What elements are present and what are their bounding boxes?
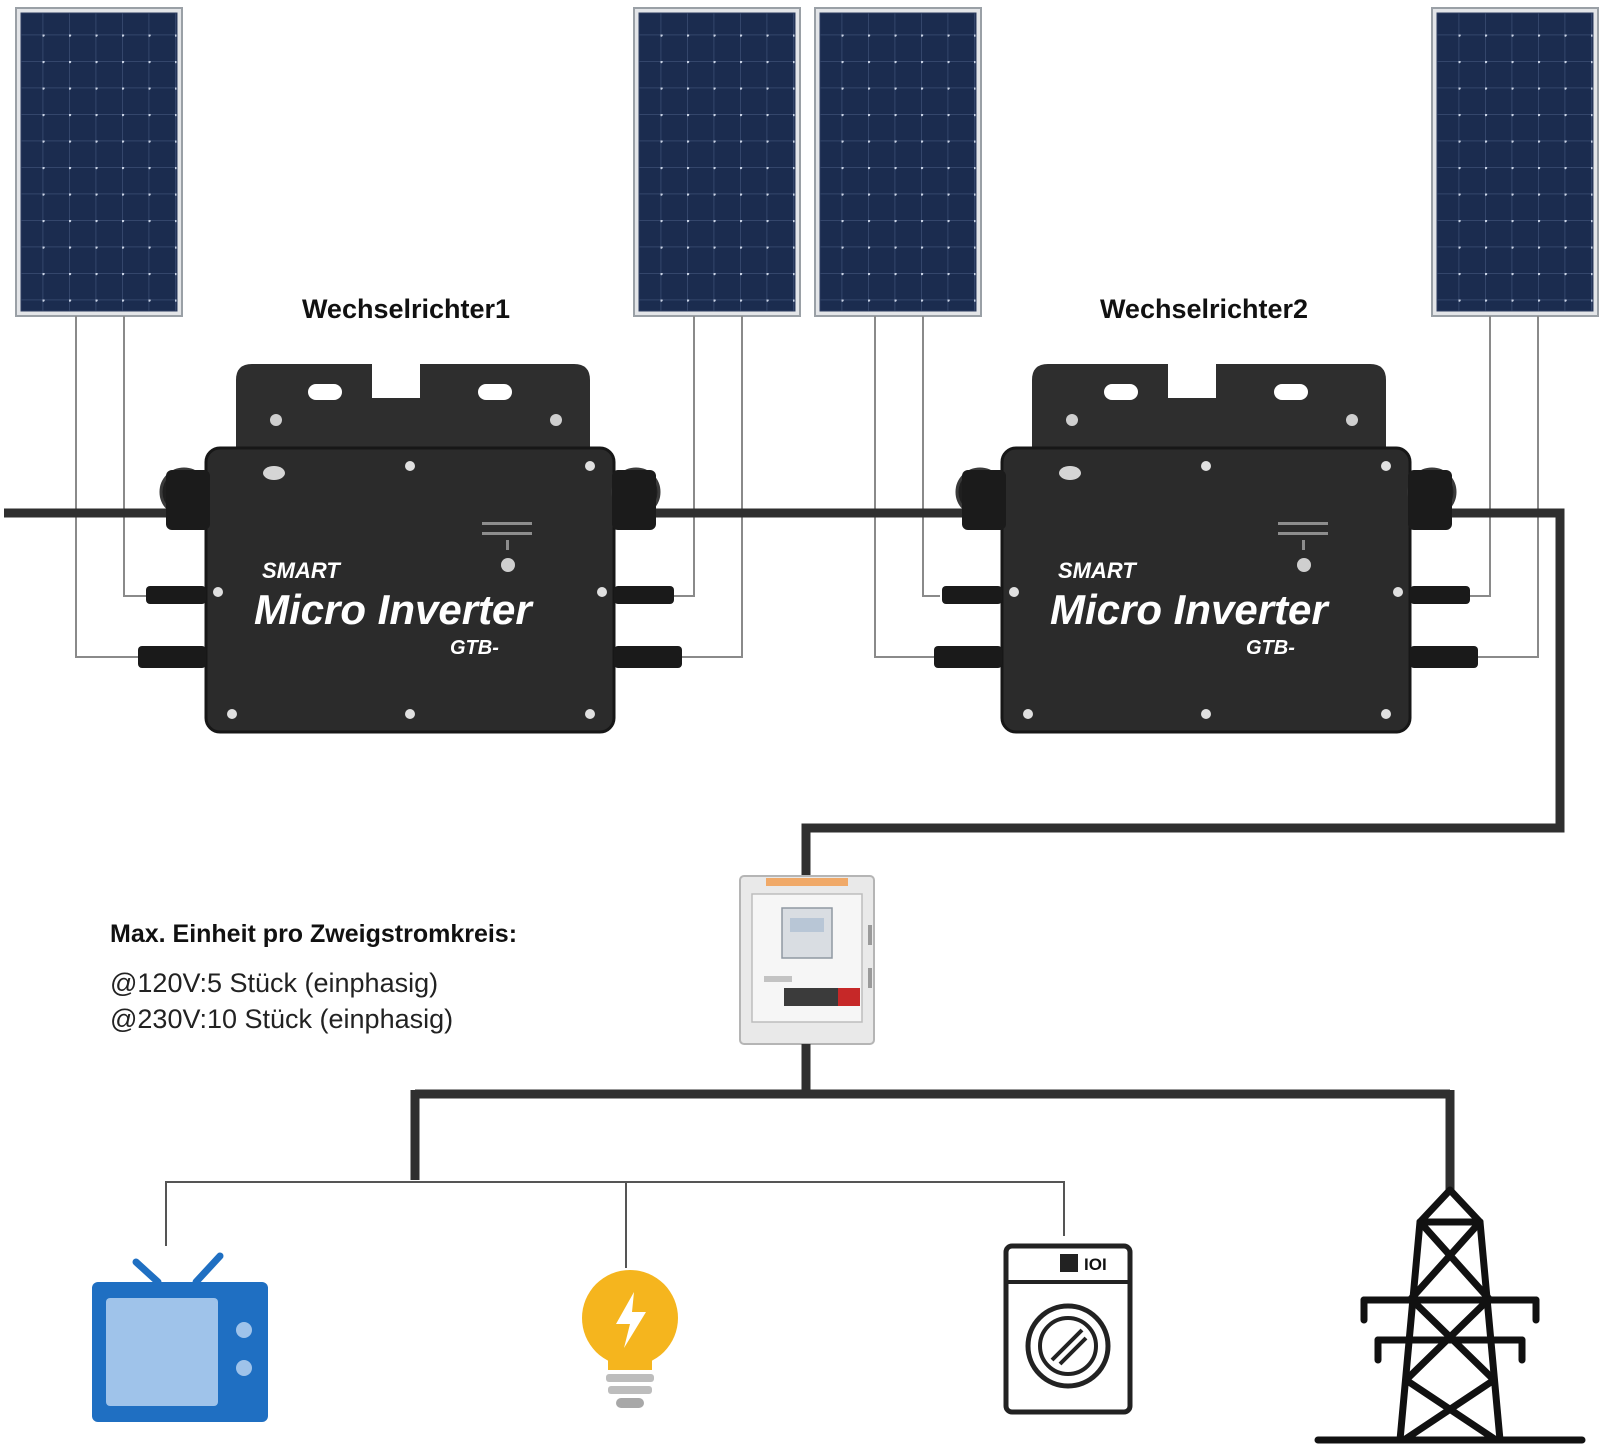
washer-display: IOI <box>1084 1255 1107 1274</box>
note-title: Max. Einheit pro Zweigstromkreis: <box>110 920 517 948</box>
inverter-2-label: Wechselrichter2 <box>1100 294 1308 324</box>
solar-panel-2 <box>633 7 801 317</box>
micro-inverter-1: Wechselrichter1 SMART Micro Inverter GTB… <box>138 294 682 734</box>
inverter-2-model: GTB- <box>1246 637 1295 659</box>
washing-machine-icon: IOI <box>1003 1243 1133 1415</box>
note-line-230v: @230V:10 Stück (einphasig) <box>110 1004 453 1034</box>
inverter-1-label: Wechselrichter1 <box>302 294 510 324</box>
inverter-1-product: Micro Inverter <box>254 586 534 633</box>
solar-panel-1 <box>15 7 183 317</box>
light-bulb-icon <box>582 1270 678 1408</box>
ac-trunk-cable <box>4 508 1565 892</box>
dc-leads <box>75 316 1539 658</box>
inverter-2-brand: SMART <box>1058 558 1137 583</box>
tv-icon <box>92 1252 268 1422</box>
inverter-2-product: Micro Inverter <box>1050 586 1330 633</box>
inverter-1-brand: SMART <box>262 558 341 583</box>
distribution-box-icon <box>739 875 875 1045</box>
power-pylon-icon <box>1314 1186 1586 1444</box>
micro-inverter-2: Wechselrichter2 SMART Micro Inverter GTB… <box>934 294 1478 734</box>
solar-panel-3 <box>814 7 982 317</box>
inverter-1-model: GTB- <box>450 637 499 659</box>
load-branch-lines <box>165 1181 1065 1268</box>
branch-cable <box>410 1044 1455 1192</box>
note-line-120v: @120V:5 Stück (einphasig) <box>110 968 438 998</box>
solar-panel-4 <box>1431 7 1599 317</box>
